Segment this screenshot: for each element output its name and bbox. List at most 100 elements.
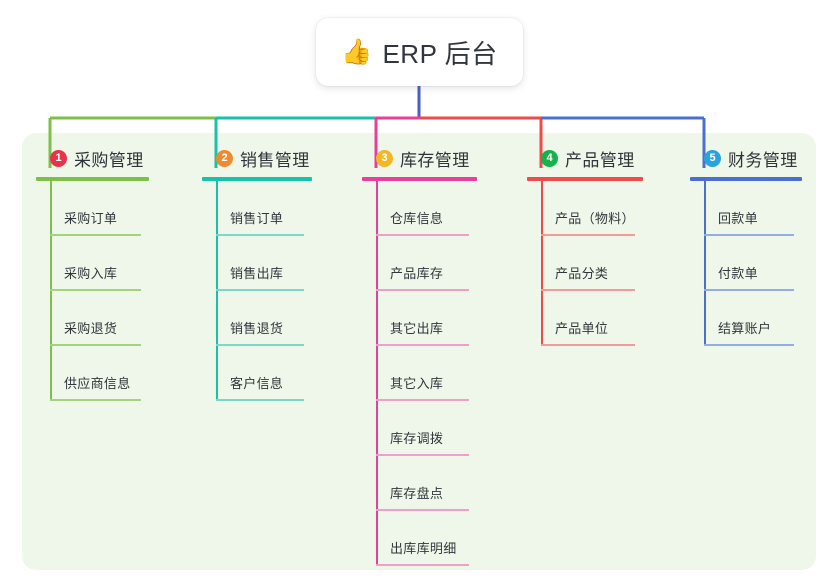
child-item-underline: [704, 234, 794, 236]
child-item-underline: [50, 344, 141, 346]
child-item-label: 结算账户: [718, 321, 772, 336]
child-item[interactable]: 产品分类: [527, 236, 643, 291]
child-item[interactable]: 客户信息: [202, 346, 312, 401]
root-title: ERP 后台: [382, 38, 498, 69]
child-item-underline: [216, 344, 304, 346]
child-item-underline: [50, 234, 141, 236]
branch-number-badge: 4: [541, 149, 558, 167]
child-item-label: 产品单位: [555, 321, 609, 336]
branch-stem: [376, 181, 378, 566]
child-item-label: 库存调拨: [390, 431, 444, 446]
branch-children: 仓库信息产品库存其它出库其它入库库存调拨库存盘点出库库明细: [362, 181, 477, 566]
branch-stem: [704, 181, 706, 346]
child-item-label: 其它入库: [390, 376, 444, 391]
branch-header-2[interactable]: 2 销售管理: [202, 145, 312, 171]
branch-stem: [216, 181, 218, 401]
branch-underline: [527, 177, 643, 181]
branch-children: 采购订单采购入库采购退货供应商信息: [36, 181, 149, 401]
branch-stem: [50, 181, 52, 401]
child-item-underline: [50, 289, 141, 291]
child-item-underline: [376, 564, 469, 566]
child-item[interactable]: 回款单: [690, 181, 802, 236]
child-item-underline: [50, 399, 141, 401]
child-item[interactable]: 供应商信息: [36, 346, 149, 401]
root-node[interactable]: 👍 ERP 后台: [316, 18, 523, 86]
child-item[interactable]: 产品单位: [527, 291, 643, 346]
branch-stem: [541, 181, 543, 346]
branch-number-badge: 1: [50, 149, 67, 167]
branch-number-badge: 3: [376, 149, 393, 167]
child-item[interactable]: 销售退货: [202, 291, 312, 346]
thumbs-up-icon: 👍: [341, 37, 373, 66]
child-item-underline: [376, 234, 469, 236]
child-item-underline: [376, 454, 469, 456]
child-item-label: 供应商信息: [64, 376, 131, 391]
branch-title: 采购管理: [74, 150, 144, 170]
background-panel: [22, 133, 816, 570]
child-item[interactable]: 仓库信息: [362, 181, 477, 236]
child-item-label: 销售出库: [230, 266, 284, 281]
child-item-label: 付款单: [718, 266, 758, 281]
child-item-label: 回款单: [718, 211, 758, 226]
child-item-label: 出库库明细: [390, 541, 457, 556]
child-item[interactable]: 库存盘点: [362, 456, 477, 511]
child-item[interactable]: 采购入库: [36, 236, 149, 291]
branch-header-1[interactable]: 1 采购管理: [36, 145, 149, 171]
child-item[interactable]: 其它入库: [362, 346, 477, 401]
child-item-label: 其它出库: [390, 321, 444, 336]
child-item[interactable]: 产品（物料）: [527, 181, 643, 236]
child-item-label: 库存盘点: [390, 486, 444, 501]
child-item[interactable]: 付款单: [690, 236, 802, 291]
branch-underline: [202, 177, 312, 181]
child-item-label: 采购订单: [64, 211, 118, 226]
branch-header-3[interactable]: 3 库存管理: [362, 145, 477, 171]
child-item-label: 仓库信息: [390, 211, 444, 226]
child-item[interactable]: 产品库存: [362, 236, 477, 291]
branch-2: 2 销售管理销售订单销售出库销售退货客户信息: [202, 145, 312, 401]
child-item-underline: [541, 344, 635, 346]
child-item[interactable]: 销售订单: [202, 181, 312, 236]
child-item-underline: [704, 289, 794, 291]
branch-title: 销售管理: [240, 150, 310, 170]
branch-number-badge: 2: [216, 149, 233, 167]
child-item-underline: [541, 289, 635, 291]
child-item-underline: [704, 344, 794, 346]
child-item-underline: [216, 399, 304, 401]
branch-1: 1 采购管理采购订单采购入库采购退货供应商信息: [36, 145, 149, 401]
child-item-underline: [376, 509, 469, 511]
branch-5: 5 财务管理回款单付款单结算账户: [690, 145, 802, 346]
child-item[interactable]: 采购订单: [36, 181, 149, 236]
branch-title: 库存管理: [400, 150, 470, 170]
child-item[interactable]: 结算账户: [690, 291, 802, 346]
child-item[interactable]: 销售出库: [202, 236, 312, 291]
branch-underline: [362, 177, 477, 181]
child-item-underline: [376, 344, 469, 346]
child-item-label: 产品（物料）: [555, 211, 635, 226]
child-item-underline: [216, 234, 304, 236]
branch-number-badge: 5: [704, 149, 721, 167]
child-item[interactable]: 库存调拨: [362, 401, 477, 456]
branch-underline: [36, 177, 149, 181]
child-item-label: 产品库存: [390, 266, 444, 281]
branch-title: 财务管理: [728, 150, 798, 170]
child-item[interactable]: 采购退货: [36, 291, 149, 346]
child-item[interactable]: 其它出库: [362, 291, 477, 346]
child-item-underline: [541, 234, 635, 236]
child-item-underline: [376, 399, 469, 401]
branch-header-5[interactable]: 5 财务管理: [690, 145, 802, 171]
child-item-label: 产品分类: [555, 266, 609, 281]
child-item-label: 采购退货: [64, 321, 118, 336]
child-item-label: 客户信息: [230, 376, 284, 391]
child-item-underline: [216, 289, 304, 291]
child-item-label: 销售退货: [230, 321, 284, 336]
branch-children: 产品（物料） 产品分类产品单位: [527, 181, 643, 346]
branch-underline: [690, 177, 802, 181]
child-item[interactable]: 出库库明细: [362, 511, 477, 566]
child-item-label: 采购入库: [64, 266, 118, 281]
branch-children: 回款单付款单结算账户: [690, 181, 802, 346]
branch-3: 3 库存管理仓库信息产品库存其它出库其它入库库存调拨库存盘点出库库明细: [362, 145, 477, 566]
child-item-underline: [376, 289, 469, 291]
